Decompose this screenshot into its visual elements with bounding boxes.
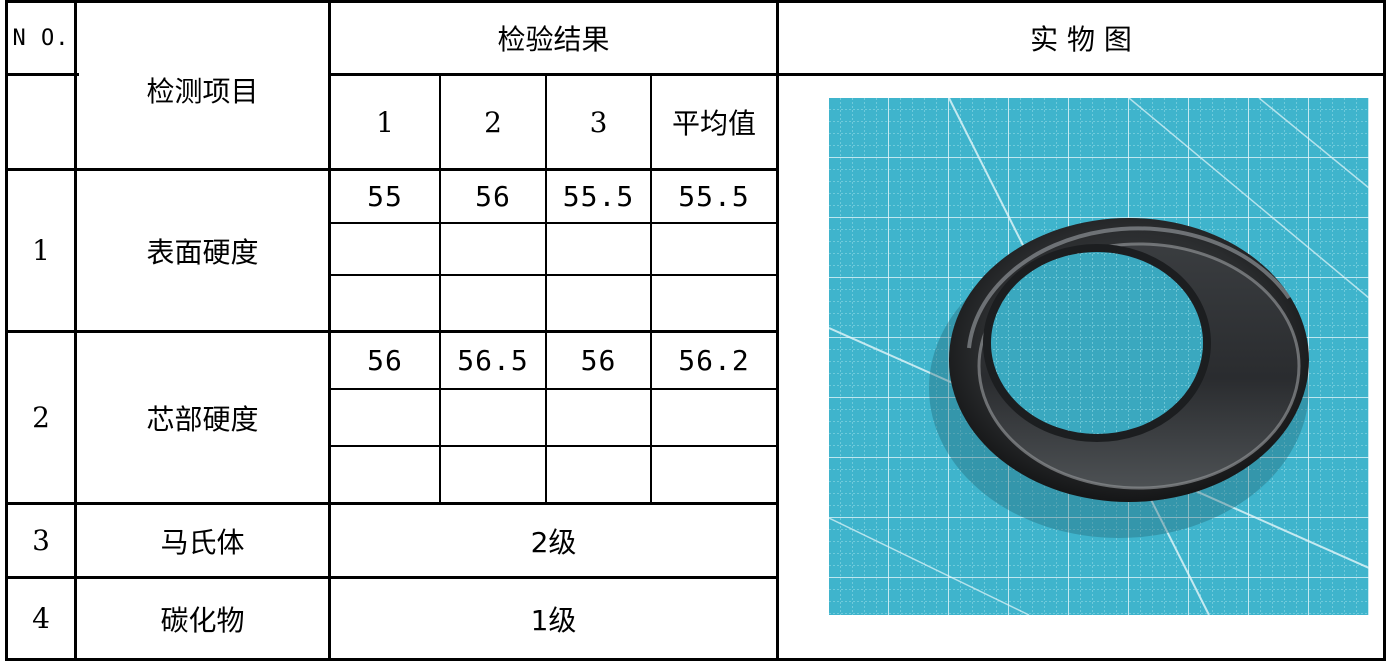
sub-header-3: 3 — [589, 105, 608, 139]
row-line-2b — [328, 445, 779, 447]
table-border-top — [5, 0, 1386, 3]
row-line-header-mid — [328, 73, 1386, 76]
row-line-1 — [5, 168, 779, 171]
table-border-bottom — [5, 658, 1386, 661]
row-item: 碳化物 — [160, 603, 245, 637]
row-item: 芯部硬度 — [146, 402, 259, 436]
row-line-1a — [328, 222, 779, 224]
table-border-right — [1383, 0, 1386, 661]
row-value: 55.5 — [562, 180, 635, 213]
row-line-2a — [328, 388, 779, 390]
row-line-header — [5, 73, 79, 76]
no-header: N O. — [12, 25, 70, 51]
photo-header: 实 物 图 — [1030, 23, 1132, 56]
row-line-1b — [328, 274, 779, 276]
row-value: 56 — [367, 344, 403, 377]
row-line-2 — [5, 330, 779, 333]
row-value: 56 — [475, 180, 511, 213]
sub-header-1: 1 — [376, 105, 394, 139]
col-line-d — [545, 74, 547, 504]
row-value: 56 — [580, 344, 617, 377]
row-no: 1 — [32, 234, 50, 267]
item-header: 检测项目 — [146, 75, 259, 108]
col-line-e — [650, 74, 652, 504]
sub-header-2: 2 — [484, 105, 502, 139]
row-item: 马氏体 — [160, 525, 245, 559]
row-no: 3 — [32, 524, 50, 557]
metal-ring-photo-icon — [829, 98, 1369, 615]
results-header: 检验结果 — [497, 23, 610, 56]
row-no: 2 — [32, 401, 50, 434]
row-line-3 — [5, 502, 779, 505]
row-no: 4 — [32, 602, 50, 635]
col-line-c — [439, 74, 441, 504]
row-value: 55 — [367, 180, 403, 213]
row-average: 56.2 — [678, 344, 750, 377]
row-result: 2级 — [530, 525, 577, 559]
row-result: 1级 — [530, 603, 577, 637]
row-line-4 — [5, 576, 779, 579]
sub-header-average: 平均值 — [671, 107, 756, 140]
row-item: 表面硬度 — [146, 235, 259, 269]
row-value: 56.5 — [457, 344, 529, 377]
row-average: 55.5 — [678, 180, 750, 213]
